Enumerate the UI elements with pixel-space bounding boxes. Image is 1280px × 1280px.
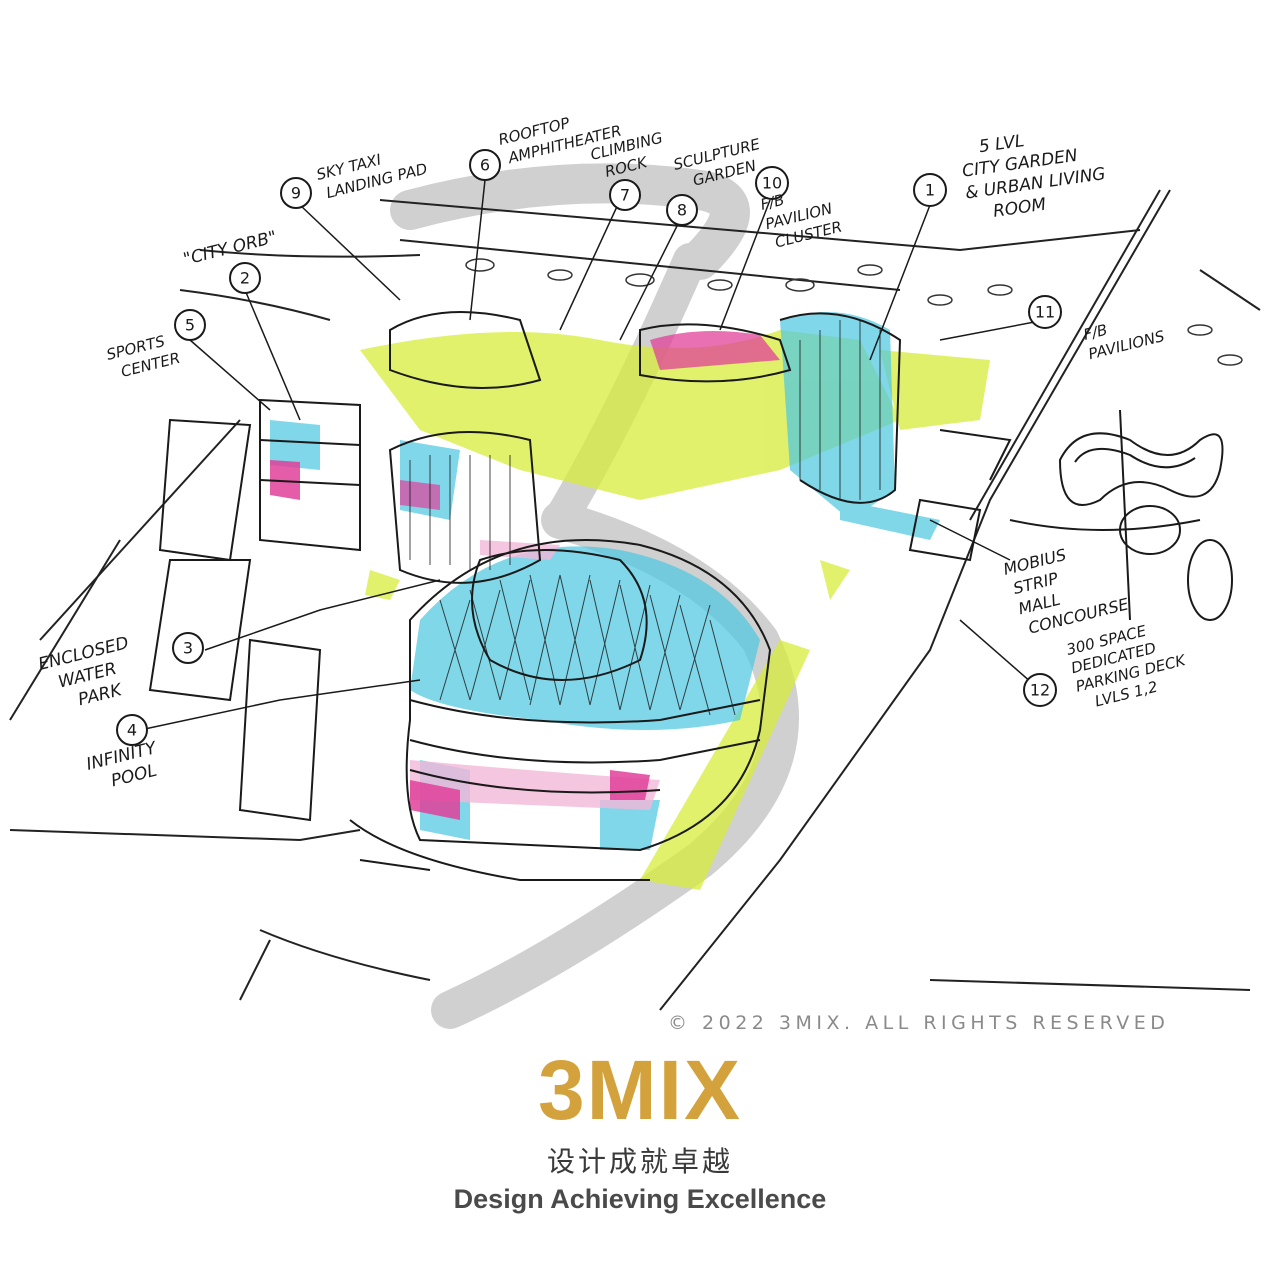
callout-11: 11: [1028, 295, 1062, 329]
mobius-strip-icon: [1009, 409, 1233, 621]
site-streets: [9, 189, 1261, 1011]
callout-9: 9: [280, 177, 312, 209]
callout-markers: 1 2 3 4 5 6 7 8: [116, 149, 1062, 746]
callout-8: 8: [666, 194, 698, 226]
svg-text:11: 11: [1035, 303, 1055, 322]
callout-3: 3: [172, 632, 204, 664]
svg-text:6: 6: [480, 156, 490, 175]
label-2: "CITY ORB": [181, 227, 279, 270]
callout-1: 1: [913, 173, 947, 207]
building-linework: [148, 311, 1012, 881]
svg-text:9: 9: [291, 184, 301, 203]
architectural-sketch: 1 2 3 4 5 6 7 8: [9, 114, 1261, 1029]
label-11: F/B PAVILIONS: [1082, 307, 1167, 363]
svg-text:12: 12: [1030, 681, 1050, 700]
label-concourse: MOBIUS STRIP MALL CONCOURSE: [1001, 533, 1131, 640]
callout-10: 10: [755, 166, 789, 200]
callout-6: 6: [469, 149, 501, 181]
callout-2: 2: [229, 262, 261, 294]
callout-7: 7: [609, 179, 641, 211]
label-12: 300 SPACE DEDICATED PARKING DECK LVLS 1,…: [1065, 613, 1197, 714]
label-3: ENCLOSED WATER PARK: [36, 632, 146, 718]
svg-text:5: 5: [185, 316, 195, 335]
callout-12: 12: [1023, 673, 1057, 707]
callout-leader-lines: [139, 179, 1046, 731]
svg-text:3: 3: [183, 639, 193, 658]
brand-logo: 3MIX: [537, 1043, 743, 1137]
svg-text:2: 2: [240, 269, 250, 288]
svg-text:10: 10: [762, 174, 782, 193]
svg-text:7: 7: [620, 186, 630, 205]
glass-mesh-hatching: [409, 320, 881, 716]
tagline-chinese: 设计成就卓越: [546, 1145, 733, 1178]
copyright-notice: © 2022 3MIX. ALL RIGHTS RESERVED: [668, 1012, 1170, 1034]
label-1: 5 LVL CITY GARDEN & URBAN LIVING ROOM: [958, 120, 1115, 226]
callout-4: 4: [116, 714, 148, 746]
callout-5: 5: [174, 309, 206, 341]
svg-text:1: 1: [925, 181, 935, 200]
tree-row: [465, 258, 1243, 366]
svg-text:4: 4: [127, 721, 137, 740]
tagline-english: Design Achieving Excellence: [453, 1184, 827, 1214]
landscape-fill: [360, 330, 990, 890]
label-4: INFINITY POOL: [84, 737, 168, 796]
svg-text:8: 8: [677, 201, 687, 220]
label-5: SPORTS CENTER: [105, 329, 182, 383]
